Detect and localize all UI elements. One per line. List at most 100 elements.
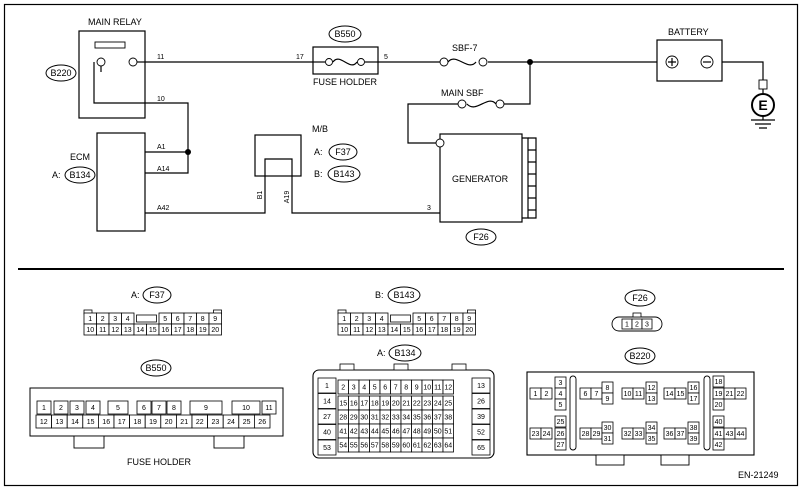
b143-pin-18: 18 xyxy=(440,327,448,334)
b550-pin-26: 26 xyxy=(258,419,266,426)
b220-pin-39: 39 xyxy=(690,436,698,443)
b220-pin-23: 23 xyxy=(532,431,540,438)
b143-pin-15: 15 xyxy=(403,327,411,334)
b134-pin-10: 10 xyxy=(423,385,431,392)
b220-pin-16: 16 xyxy=(690,385,698,392)
b134-pin-5: 5 xyxy=(373,385,377,392)
b134-pin-16: 16 xyxy=(350,401,358,408)
b134-pin-38: 38 xyxy=(444,415,452,422)
b550-tab-right xyxy=(213,435,245,449)
b134-pin-12: 12 xyxy=(444,385,452,392)
main-relay-pin-10: 10 xyxy=(157,96,165,103)
b220-pin-41: 41 xyxy=(715,431,723,438)
ecm-pin-a1: A1 xyxy=(157,144,166,151)
b220-pin-42-cell xyxy=(712,438,725,451)
b143-pin-10: 10 xyxy=(340,327,348,334)
b550-pin-10-cell xyxy=(231,400,261,415)
ecm xyxy=(96,132,146,232)
b220-pin-9: 9 xyxy=(606,396,610,403)
b134-pin-23: 23 xyxy=(423,401,431,408)
mb-pin-b1: B1 xyxy=(257,191,264,200)
b134-pin-44: 44 xyxy=(371,429,379,436)
b220-pin-35: 35 xyxy=(648,436,656,443)
f26-pin-2: 2 xyxy=(635,322,639,329)
b220-pin-36: 36 xyxy=(666,431,674,438)
f37-pin-3: 3 xyxy=(113,316,117,323)
main-sbf-fuse xyxy=(457,99,505,109)
b220-pin-37-cell xyxy=(674,427,687,440)
b220-pin-5: 5 xyxy=(559,402,563,409)
multi-board xyxy=(254,134,440,214)
mb-code-b: B143 xyxy=(333,169,354,179)
sbf7-label: SBF-7 xyxy=(452,43,478,53)
b550-pin-3: 3 xyxy=(75,405,79,412)
b220-pin-30: 30 xyxy=(604,425,612,432)
b143-pin-16: 16 xyxy=(415,327,423,334)
b134-badge: B134 xyxy=(388,344,422,362)
b220-pin-22-cell xyxy=(734,387,747,400)
b550-pin-7-cell xyxy=(151,400,167,415)
f26-pin-3: 3 xyxy=(645,322,649,329)
fuse-holder xyxy=(312,46,379,75)
b220-pin-10: 10 xyxy=(624,391,632,398)
b220-pin-28: 28 xyxy=(582,431,590,438)
b550-pin-9: 9 xyxy=(204,405,208,412)
b134-pin-39: 39 xyxy=(477,414,485,421)
fuse-holder-connector-badge: B550 xyxy=(328,25,362,43)
mb-connector-a-badge: F37 xyxy=(328,143,358,161)
b220-pin-26: 26 xyxy=(557,431,565,438)
b220-divider-right xyxy=(703,375,711,451)
b134-pin-34: 34 xyxy=(402,415,410,422)
ground-symbol: E xyxy=(751,93,775,129)
b134-latch-2 xyxy=(451,363,467,371)
b134-pin-58: 58 xyxy=(381,443,389,450)
wire-ecm-a42-to-mb xyxy=(145,176,266,214)
b220-tab-left xyxy=(595,454,625,466)
b550-pin-5: 5 xyxy=(116,405,120,412)
f37-pin-20-cell xyxy=(208,323,222,336)
battery-label: BATTERY xyxy=(668,27,709,37)
b550-pin-19: 19 xyxy=(149,419,157,426)
junction-dot-ecm xyxy=(185,149,191,155)
b220-pin-39-cell xyxy=(687,432,700,445)
b143-pin-7: 7 xyxy=(442,316,446,323)
b220-pin-31: 31 xyxy=(604,436,612,443)
main-relay-connector-badge: B220 xyxy=(45,64,77,82)
b134-pin-26: 26 xyxy=(477,399,485,406)
b134-pin-8: 8 xyxy=(404,385,408,392)
b143-code: B143 xyxy=(393,290,414,300)
b134-pin-3: 3 xyxy=(352,385,356,392)
b220-pin-33: 33 xyxy=(635,431,643,438)
f37-pin-12: 12 xyxy=(111,327,119,334)
diagram-border xyxy=(3,3,799,487)
b134-pin-43: 43 xyxy=(360,429,368,436)
b220-pin-24-cell xyxy=(540,427,553,440)
ground-symbol-letter: E xyxy=(758,97,767,113)
b550-pin-8-cell xyxy=(166,400,182,415)
b550-pin-2-cell xyxy=(53,400,69,415)
b550-badge: B550 xyxy=(140,359,172,377)
b134-pin-64: 64 xyxy=(444,443,452,450)
mb-connector-b-badge: B143 xyxy=(327,165,361,183)
b134-pin-64-cell xyxy=(442,437,454,453)
b220-pin-3: 3 xyxy=(559,380,563,387)
b220-pin-8: 8 xyxy=(606,385,610,392)
b220-pin-35-cell xyxy=(645,432,658,445)
f37-pin-4: 4 xyxy=(126,316,130,323)
b134-pin-22: 22 xyxy=(413,401,421,408)
f37-code: F37 xyxy=(149,290,165,300)
mb-connector-a-prefix: A: xyxy=(314,147,323,157)
b134-pin-28: 28 xyxy=(339,415,347,422)
f37-pin-2: 2 xyxy=(101,316,105,323)
b134-pin-49: 49 xyxy=(423,429,431,436)
fuse-holder-code: B550 xyxy=(334,29,355,39)
b134-latch-1 xyxy=(393,363,409,371)
b550-pin-21: 21 xyxy=(180,419,188,426)
b134-pin-30: 30 xyxy=(360,415,368,422)
b550-pin-16: 16 xyxy=(102,419,110,426)
wire-battery-to-main-sbf xyxy=(504,62,531,105)
ecm-pin-a14: A14 xyxy=(157,166,170,173)
